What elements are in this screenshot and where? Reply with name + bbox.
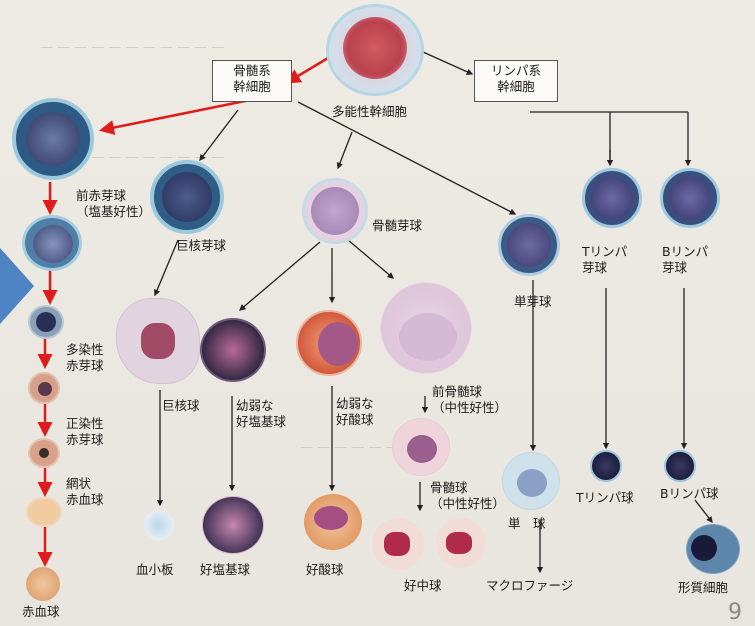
b-lymphocyte-cell <box>664 450 696 482</box>
orthochromatic-erythroblast-2-cell <box>28 438 60 468</box>
polychromatic-erythroblast-cell <box>28 305 64 339</box>
label-young-basophil-line1: 幼弱な <box>236 398 286 414</box>
proerythroblast-cell <box>12 98 94 180</box>
young-basophil-cell <box>200 318 266 382</box>
erythrocyte-cell <box>26 567 60 601</box>
label-orthochromatic-line2: 赤芽球 <box>66 432 104 448</box>
label-polychromatic: 多染性 赤芽球 <box>66 342 104 373</box>
basophil-cell <box>202 496 264 554</box>
t-lymphoblast-cell <box>582 168 642 228</box>
label-b-lymphocyte: Bリンパ球 <box>660 486 719 502</box>
pluripotent-stem-cell <box>326 4 424 96</box>
label-t-lymphocyte: Tリンパ球 <box>576 490 634 506</box>
myeloid-box-line1: 骨髄系 <box>217 63 287 79</box>
label-myeloblast: 骨髄芽球 <box>372 218 422 234</box>
megakaryoblast-cell <box>150 160 224 234</box>
monocyte-cell <box>502 452 560 510</box>
lymphoid-box-line1: リンパ系 <box>479 63 553 79</box>
label-basophil: 好塩基球 <box>200 562 250 578</box>
label-promyelocyte-line2: （中性好性） <box>432 400 507 416</box>
megakaryocyte-cell <box>116 298 200 384</box>
reticulocyte-cell <box>26 497 62 527</box>
myeloblast-cell <box>302 178 368 244</box>
label-young-eosinophil: 幼弱な 好酸球 <box>336 396 374 427</box>
neutrophil-cell-1 <box>372 518 424 570</box>
label-young-basophil: 幼弱な 好塩基球 <box>236 398 286 429</box>
label-erythrocyte: 赤血球 <box>22 604 60 620</box>
label-proerythroblast: 前赤芽球 （塩基好性） <box>76 188 151 219</box>
label-myelocyte: 骨髄球 （中性好性） <box>430 480 505 511</box>
label-plasma-cell: 形質細胞 <box>678 580 728 596</box>
promyelocyte-cell <box>380 282 472 374</box>
page-number: 9 <box>728 600 742 625</box>
label-proerythroblast-line1: 前赤芽球 <box>76 188 151 204</box>
label-proerythroblast-line2: （塩基好性） <box>76 204 151 220</box>
label-young-basophil-line2: 好塩基球 <box>236 414 286 430</box>
label-megakaryoblast: 巨核芽球 <box>176 238 226 254</box>
label-t-lymphoblast-line1: Tリンパ <box>582 244 627 260</box>
label-t-lymphoblast: Tリンパ 芽球 <box>582 244 627 275</box>
myeloid-box-line2: 幹細胞 <box>217 79 287 95</box>
label-reticulocyte-line1: 網状 <box>66 476 104 492</box>
label-eosinophil: 好酸球 <box>306 562 344 578</box>
t-lymphocyte-cell <box>590 450 622 482</box>
lymphoid-box-line2: 幹細胞 <box>479 79 553 95</box>
label-orthochromatic: 正染性 赤芽球 <box>66 416 104 447</box>
label-promyelocyte-line1: 前骨髄球 <box>432 384 507 400</box>
young-eosinophil-cell <box>296 310 362 376</box>
label-neutrophil: 好中球 <box>404 578 442 594</box>
label-b-lymphoblast-line1: Bリンパ <box>662 244 708 260</box>
label-promyelocyte: 前骨髄球 （中性好性） <box>432 384 507 415</box>
label-polychromatic-line2: 赤芽球 <box>66 358 104 374</box>
label-platelet: 血小板 <box>136 562 174 578</box>
platelet-cell <box>144 510 174 540</box>
label-macrophage: マクロファージ <box>486 578 573 594</box>
early-erythroblast-cell <box>22 215 82 271</box>
label-monoblast: 単芽球 <box>514 294 552 310</box>
myelocyte-cell <box>392 418 450 476</box>
label-reticulocyte: 網状 赤血球 <box>66 476 104 507</box>
label-young-eosinophil-line1: 幼弱な <box>336 396 374 412</box>
neutrophil-cell-2 <box>436 518 486 568</box>
eosinophil-cell <box>304 494 362 550</box>
label-orthochromatic-line1: 正染性 <box>66 416 104 432</box>
label-reticulocyte-line2: 赤血球 <box>66 492 104 508</box>
label-myelocyte-line1: 骨髄球 <box>430 480 505 496</box>
label-pluripotent: 多能性幹細胞 <box>332 104 407 120</box>
label-t-lymphoblast-line2: 芽球 <box>582 260 627 276</box>
myeloid-stem-cell-box: 骨髄系 幹細胞 <box>212 60 292 102</box>
monoblast-cell <box>498 214 560 276</box>
label-b-lymphoblast: Bリンパ 芽球 <box>662 244 708 275</box>
orthochromatic-erythroblast-cell <box>28 372 60 404</box>
plasma-cell <box>686 524 740 574</box>
label-b-lymphoblast-line2: 芽球 <box>662 260 708 276</box>
label-myelocyte-line2: （中性好性） <box>430 496 505 512</box>
label-monocyte: 単 球 <box>508 516 546 532</box>
b-lymphoblast-cell <box>660 168 720 228</box>
lymphoid-stem-cell-box: リンパ系 幹細胞 <box>474 60 558 102</box>
label-megakaryocyte: 巨核球 <box>162 398 200 414</box>
label-young-eosinophil-line2: 好酸球 <box>336 412 374 428</box>
label-polychromatic-line1: 多染性 <box>66 342 104 358</box>
